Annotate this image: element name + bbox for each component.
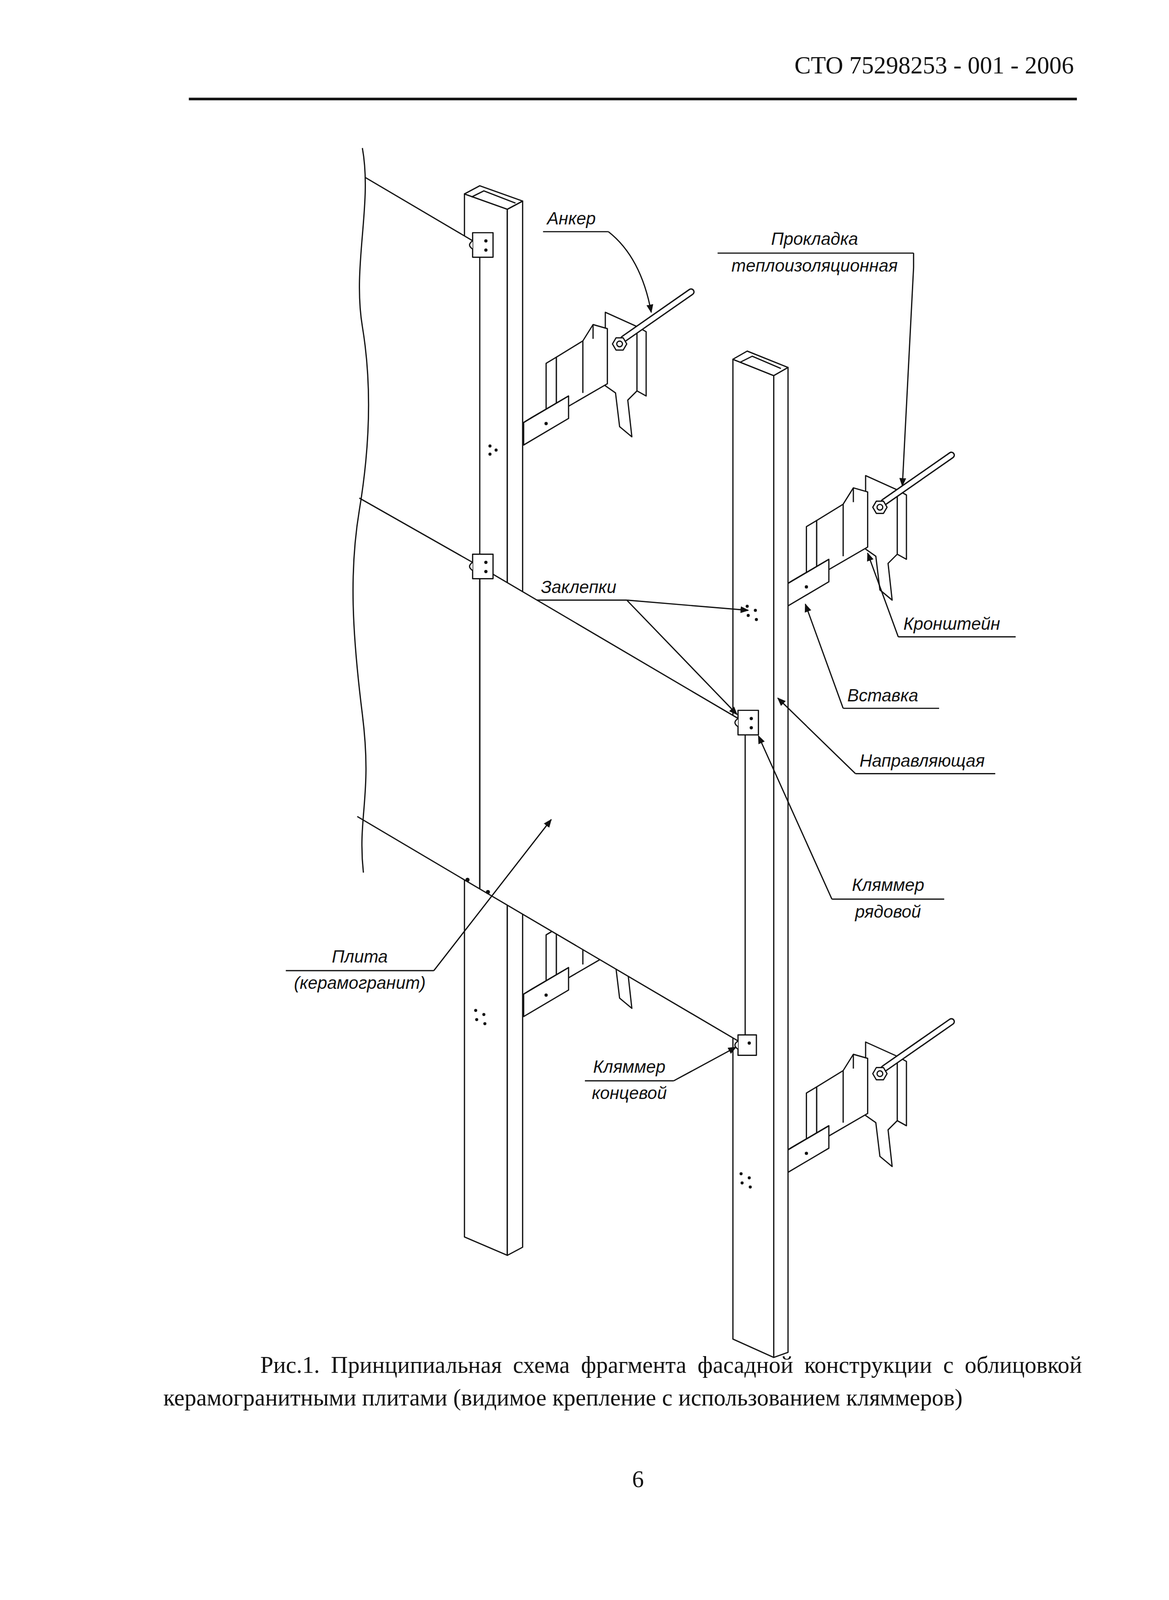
leader-line: [285, 969, 434, 972]
guide-rail: [740, 356, 781, 369]
leader-line: [626, 600, 749, 611]
rivet: [494, 448, 498, 452]
clip: [469, 232, 759, 1056]
guide-rail: [471, 190, 516, 204]
rivet: [484, 560, 488, 565]
part-label: Анкер: [547, 209, 596, 230]
clip: [738, 1035, 757, 1056]
leader-line: [717, 252, 914, 254]
leader-line: [673, 1047, 736, 1082]
part-label: Вставка: [847, 686, 919, 707]
rivet: [483, 1022, 487, 1026]
rivet: [747, 1176, 751, 1180]
panel: [357, 498, 480, 890]
leader-line: [867, 553, 899, 638]
leader-line: [285, 231, 1016, 1082]
leader-line: [608, 231, 652, 313]
leader-line: [433, 819, 552, 971]
leader-line: [536, 599, 627, 601]
leader-line: [758, 735, 833, 900]
rivet: [739, 1172, 743, 1176]
rivet: [465, 239, 759, 1189]
rivet: [745, 604, 749, 609]
part-label: Кляммер рядовой: [832, 872, 945, 926]
guide-rail: [464, 185, 523, 210]
header-rule: [188, 97, 1077, 101]
panel: [367, 178, 480, 567]
bracket: [523, 292, 692, 446]
rivet: [754, 618, 759, 622]
panel: [357, 816, 480, 890]
part-label: Кляммер концевой: [584, 1054, 674, 1108]
clip: [738, 710, 759, 736]
part-label: Заклепки: [540, 577, 617, 599]
panel: [365, 177, 480, 246]
rivet: [749, 716, 753, 721]
rivet: [749, 725, 753, 730]
clip: [472, 554, 493, 579]
rivet: [748, 1185, 752, 1189]
leader-line: [805, 604, 843, 709]
page-number: 6: [597, 1466, 679, 1495]
rivet: [484, 248, 488, 252]
leader-line: [855, 773, 995, 775]
rivet: [465, 877, 470, 882]
guide-rail: [732, 350, 789, 376]
rivet: [488, 452, 492, 456]
rivet: [474, 1008, 478, 1013]
panel: [353, 147, 370, 873]
panel: [479, 566, 746, 1046]
rivet: [482, 1013, 486, 1017]
leader-line: [626, 600, 737, 715]
rivet: [484, 569, 488, 574]
rivet: [753, 608, 757, 613]
rivet: [488, 444, 492, 448]
figure-caption: Рис.1. Принципиальная схема фрагмента фа…: [163, 1349, 1082, 1415]
leader-line: [777, 698, 856, 775]
rivet: [484, 239, 488, 243]
rivet: [475, 1018, 479, 1022]
bracket: [784, 455, 952, 609]
rivet: [747, 1041, 751, 1045]
part-label: Плита (керамогранит): [285, 944, 434, 998]
document-code: СТО 75298253 - 001 - 2006: [653, 51, 1074, 81]
clip: [472, 232, 493, 258]
clip: [469, 240, 739, 1050]
rivet: [740, 1181, 744, 1185]
panel: [359, 498, 480, 567]
part-label: Направляющая: [859, 751, 985, 773]
leader-line: [584, 1080, 674, 1082]
leader-line: [902, 253, 914, 486]
part-label: Прокладка теплоизоляционная: [717, 226, 912, 280]
rivet: [486, 890, 491, 895]
guide-rail: [773, 367, 789, 1358]
part-label: Кронштейн: [903, 614, 1000, 636]
bracket: [784, 1021, 952, 1175]
leader-line: [898, 636, 1016, 638]
rivet: [746, 613, 751, 618]
panel: [353, 147, 746, 1046]
leader-line: [842, 707, 940, 710]
leader-line: [832, 898, 945, 901]
leader-line: [543, 231, 609, 233]
